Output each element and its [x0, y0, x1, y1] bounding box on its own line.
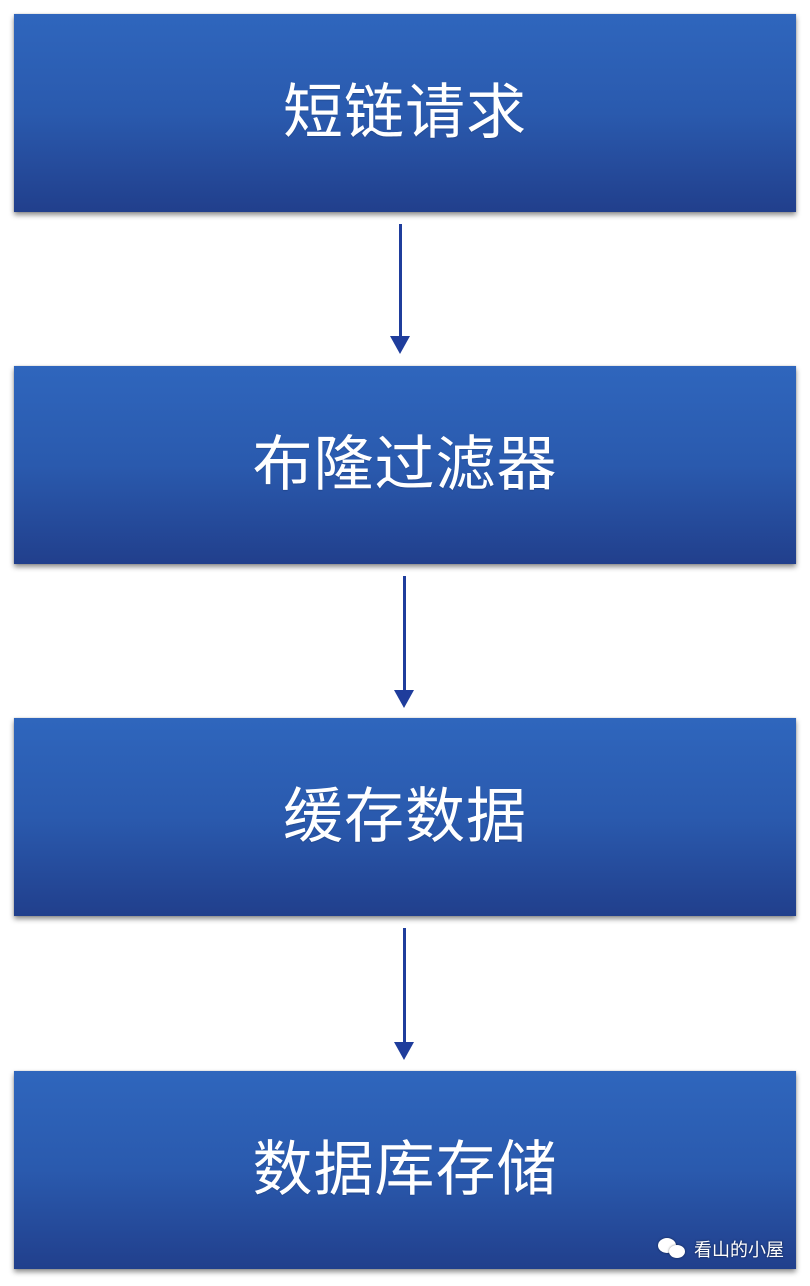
down-arrow: [394, 576, 414, 708]
step-label: 缓存数据: [283, 782, 527, 852]
step-label: 布隆过滤器: [252, 430, 558, 500]
arrow-head: [394, 1042, 414, 1060]
arrow-head: [390, 336, 410, 354]
step-box-short-link-request: 短链请求: [14, 14, 796, 212]
down-arrow: [390, 224, 410, 354]
step-label: 数据库存储: [252, 1135, 558, 1205]
down-arrow: [394, 928, 414, 1060]
step-box-database-storage: 数据库存储: [14, 1071, 796, 1269]
step-box-bloom-filter: 布隆过滤器: [14, 366, 796, 564]
arrow-shaft: [398, 224, 402, 338]
arrow-shaft: [402, 928, 406, 1044]
watermark: 看山的小屋: [658, 1236, 784, 1262]
watermark-text: 看山的小屋: [694, 1240, 784, 1261]
arrow-head: [394, 690, 414, 708]
arrow-shaft: [402, 576, 406, 692]
wechat-icon: [658, 1238, 688, 1260]
step-box-cache-data: 缓存数据: [14, 718, 796, 916]
step-label: 短链请求: [283, 78, 527, 148]
